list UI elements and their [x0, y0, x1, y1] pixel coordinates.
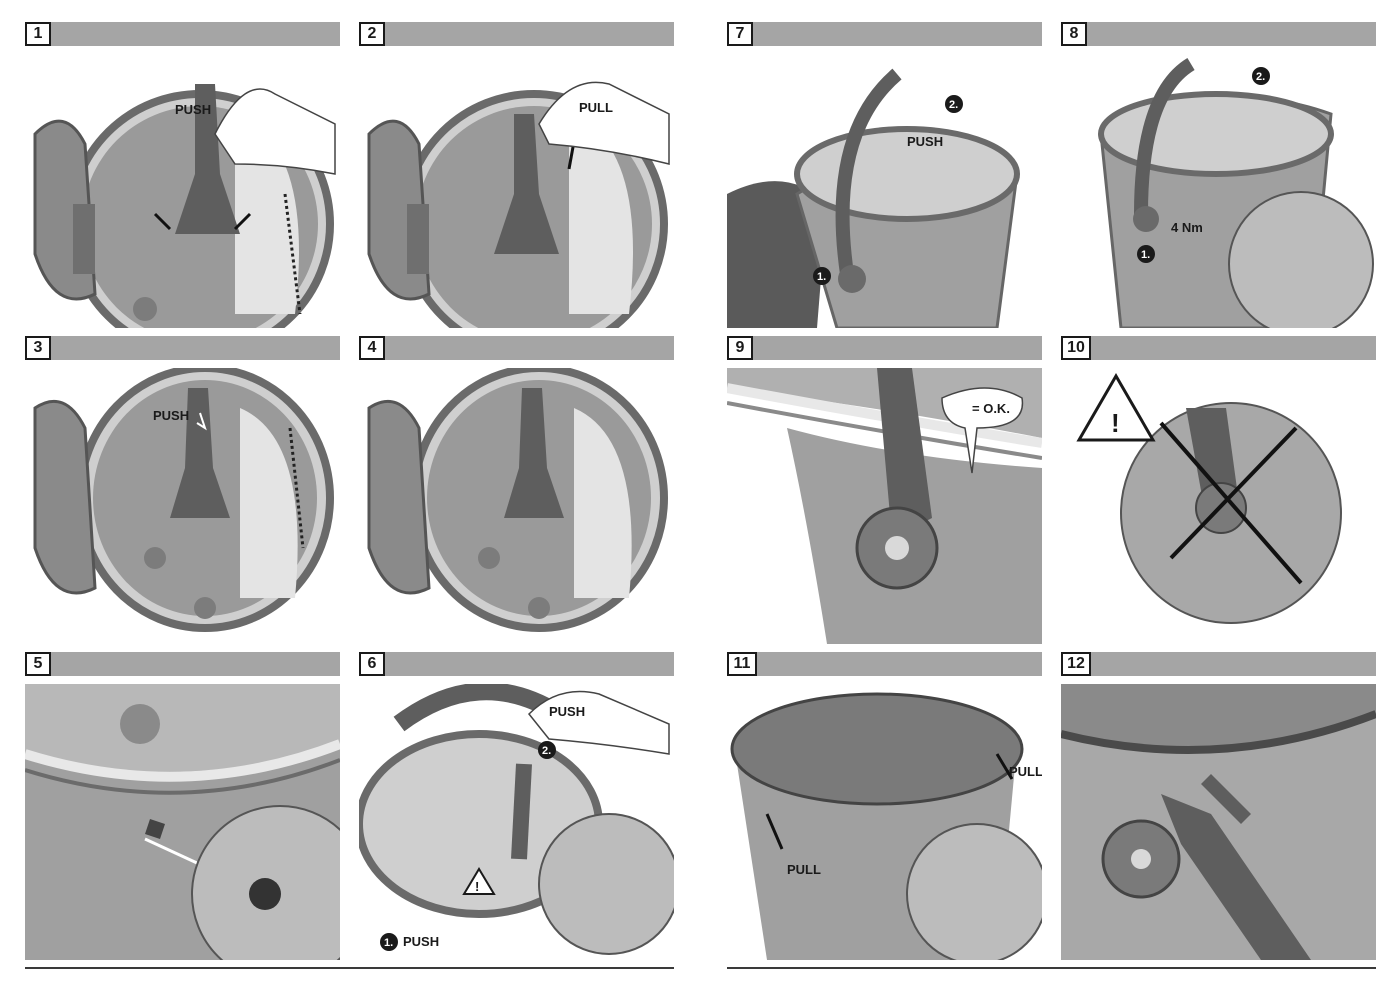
step-number: 12 [1061, 652, 1091, 676]
pull-label: PULL [579, 100, 613, 115]
step-number: 4 [359, 336, 385, 360]
push-top-label: PUSH [549, 704, 585, 719]
step-5-illustration [25, 684, 340, 960]
step-header-bar [1061, 652, 1376, 676]
step-header-bar [727, 336, 1042, 360]
step-2-illustration: PULL [359, 54, 674, 328]
marker-2: 2. [1256, 71, 1265, 83]
warning-mark: ! [1111, 408, 1120, 438]
step-4-illustration [359, 368, 674, 644]
push-label: PUSH [907, 134, 943, 149]
warning-mark: ! [475, 879, 479, 894]
pull-right-label: PULL [1009, 764, 1042, 779]
step-header-bar [359, 336, 674, 360]
step-10-panel: 10 ! [1061, 336, 1376, 644]
step-header-bar [359, 652, 674, 676]
page-rule-right [727, 967, 1376, 969]
step-8-illustration: 2. 4 Nm 1. [1061, 54, 1376, 328]
step-6-panel: 6 PUSH 2. ! 1. PUSH [359, 652, 674, 960]
step-header-bar [727, 22, 1042, 46]
step-5-panel: 5 [25, 652, 340, 960]
step-11-panel: 11 PULL PULL [727, 652, 1042, 960]
step-6-illustration: PUSH 2. ! 1. PUSH [359, 684, 674, 960]
push-label: PUSH [175, 102, 211, 117]
marker-1: 1. [384, 937, 393, 949]
step-7-illustration: 2. PUSH 1. [727, 54, 1042, 328]
step-header-bar [25, 22, 340, 46]
marker-1: 1. [1141, 249, 1150, 261]
marker-2: 2. [542, 745, 551, 757]
step-header-bar [1061, 22, 1376, 46]
page-rule-left [25, 967, 674, 969]
step-9-panel: 9 = O.K. [727, 336, 1042, 644]
step-9-illustration: = O.K. [727, 368, 1042, 644]
step-number: 9 [727, 336, 753, 360]
step-number: 8 [1061, 22, 1087, 46]
step-12-illustration [1061, 684, 1376, 960]
step-number: 10 [1061, 336, 1091, 360]
pull-left-label: PULL [787, 862, 821, 877]
step-3-illustration: PUSH [25, 368, 340, 644]
step-4-panel: 4 [359, 336, 674, 644]
ok-label: = O.K. [972, 401, 1010, 416]
torque-label: 4 Nm [1171, 220, 1203, 235]
step-number: 1 [25, 22, 51, 46]
step-8-panel: 8 2. 4 Nm 1. [1061, 22, 1376, 328]
step-2-panel: 2 PULL [359, 22, 674, 328]
step-10-illustration: ! [1061, 368, 1376, 644]
step-number: 7 [727, 22, 753, 46]
step-number: 6 [359, 652, 385, 676]
step-header-bar [25, 336, 340, 360]
step-header-bar [1061, 336, 1376, 360]
step-number: 5 [25, 652, 51, 676]
push-bottom-label: PUSH [403, 934, 439, 949]
marker-2: 2. [949, 99, 958, 111]
push-label: PUSH [153, 408, 189, 423]
step-1-illustration: PUSH [25, 54, 340, 328]
step-1-panel: 1 PUSH [25, 22, 340, 328]
step-number: 3 [25, 336, 51, 360]
step-7-panel: 7 2. PUSH 1. [727, 22, 1042, 328]
step-header-bar [25, 652, 340, 676]
step-header-bar [359, 22, 674, 46]
step-header-bar [727, 652, 1042, 676]
step-number: 2 [359, 22, 385, 46]
step-11-illustration: PULL PULL [727, 684, 1042, 960]
step-3-panel: 3 PUSH [25, 336, 340, 644]
marker-1: 1. [817, 271, 826, 283]
step-12-panel: 12 [1061, 652, 1376, 960]
step-number: 11 [727, 652, 757, 676]
